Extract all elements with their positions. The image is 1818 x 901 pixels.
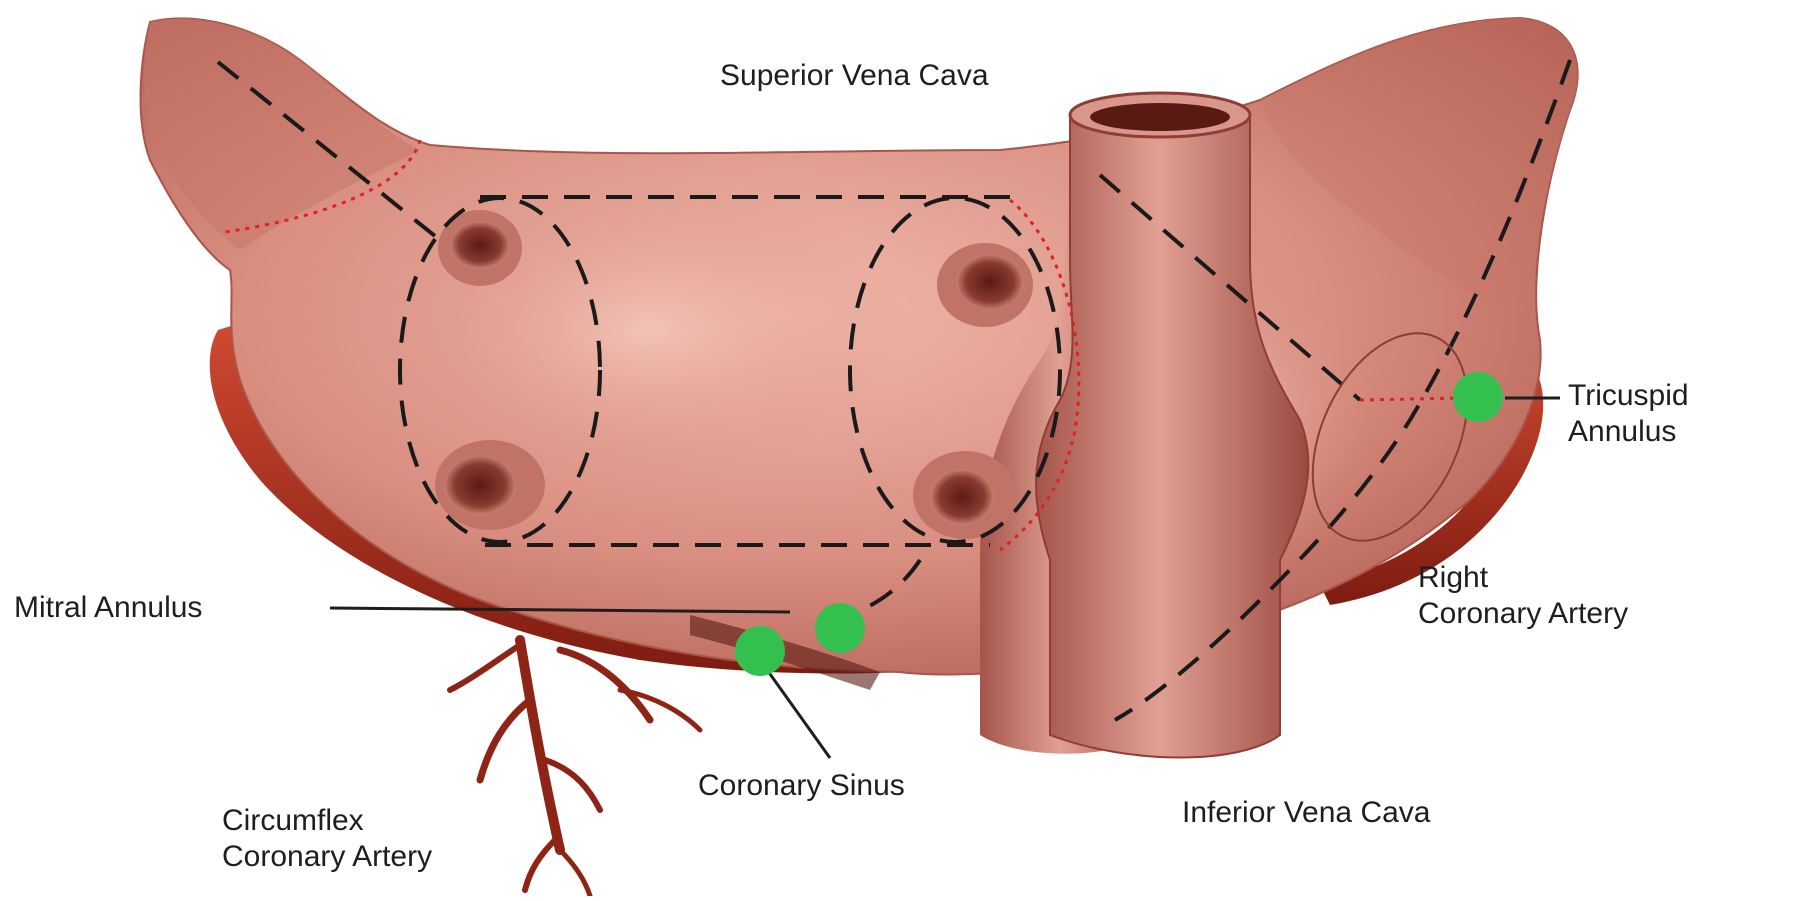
tricuspid-annulus-line1: Tricuspid	[1568, 378, 1689, 414]
mitral-annulus-label: Mitral Annulus	[14, 590, 202, 626]
circumflex-coronary-artery-line2: Coronary Artery	[222, 839, 432, 875]
svc-opening	[1090, 103, 1230, 131]
inferior-vena-cava-label: Inferior Vena Cava	[1182, 795, 1430, 831]
circumflex-coronary-artery-line1: Circumflex	[222, 803, 432, 839]
mitral-marker-icon	[815, 603, 865, 653]
tricuspid-annulus-label: Tricuspid Annulus	[1568, 378, 1689, 450]
tricuspid-marker-icon	[1453, 372, 1503, 422]
circumflex-coronary-artery-label: Circumflex Coronary Artery	[222, 803, 432, 875]
coronary-sinus-marker-icon	[735, 626, 785, 676]
right-coronary-artery-label: Right Coronary Artery	[1418, 560, 1628, 632]
leader-coronary-sinus	[760, 660, 830, 758]
coronary-sinus-label: Coronary Sinus	[698, 768, 905, 804]
right-coronary-artery-line1: Right	[1418, 560, 1628, 596]
superior-vena-cava-label: Superior Vena Cava	[720, 58, 989, 94]
right-coronary-artery-line2: Coronary Artery	[1418, 596, 1628, 632]
tricuspid-annulus-line2: Annulus	[1568, 414, 1689, 450]
circumflex-branches	[450, 640, 700, 896]
